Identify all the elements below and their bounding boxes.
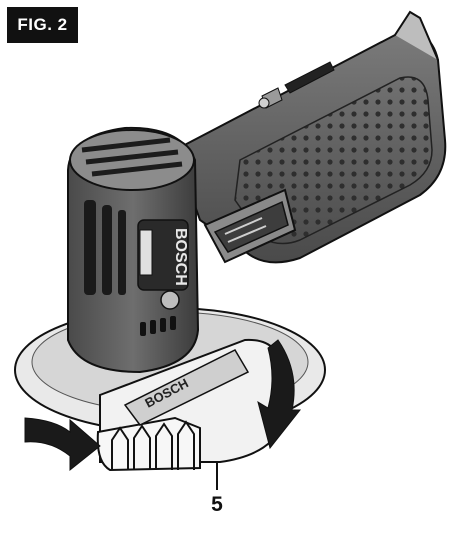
motor-brand-text: BOSCH [172,228,189,286]
callout-number: 5 [211,493,223,516]
figure-label: FIG. 2 [7,7,78,43]
motor-housing [67,126,200,374]
handle-body [173,10,447,264]
rotation-arrow-left-icon [24,417,101,472]
rotation-arrow-right-icon [257,339,302,450]
